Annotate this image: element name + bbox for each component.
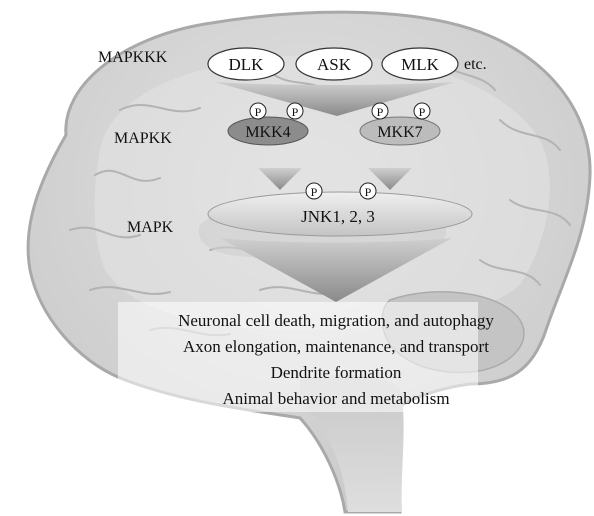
phospho-label: P [419,105,426,119]
phospho-badge: P [372,103,388,119]
phospho-label: P [365,185,372,199]
outcome-item: Dendrite formation [271,363,402,382]
mlk-label: MLK [401,55,440,74]
level-label-mapkk: MAPKK [114,130,172,147]
mkk4-label: MKK4 [245,124,290,141]
jnk-label: JNK1, 2, 3 [301,207,375,226]
level-label-mapk: MAPK [127,219,174,236]
phospho-label: P [292,105,299,119]
mkk7-label: MKK7 [377,124,422,141]
phospho-badge: P [306,183,322,199]
etc-label: etc. [464,56,487,73]
mapkkk-group: DLK ASK MLK etc. [208,48,487,80]
outcome-item: Animal behavior and metabolism [222,389,449,408]
level-label-mapkkk: MAPKKK [98,49,168,66]
dlk-label: DLK [229,55,265,74]
ask-label: ASK [317,55,352,74]
phospho-badge: P [360,183,376,199]
outcome-item: Axon elongation, maintenance, and transp… [183,337,489,356]
phospho-label: P [255,105,262,119]
phospho-label: P [311,185,318,199]
phospho-badge: P [250,103,266,119]
phospho-badge: P [287,103,303,119]
phospho-label: P [377,105,384,119]
phospho-badge: P [414,103,430,119]
outcome-item: Neuronal cell death, migration, and auto… [178,311,494,330]
